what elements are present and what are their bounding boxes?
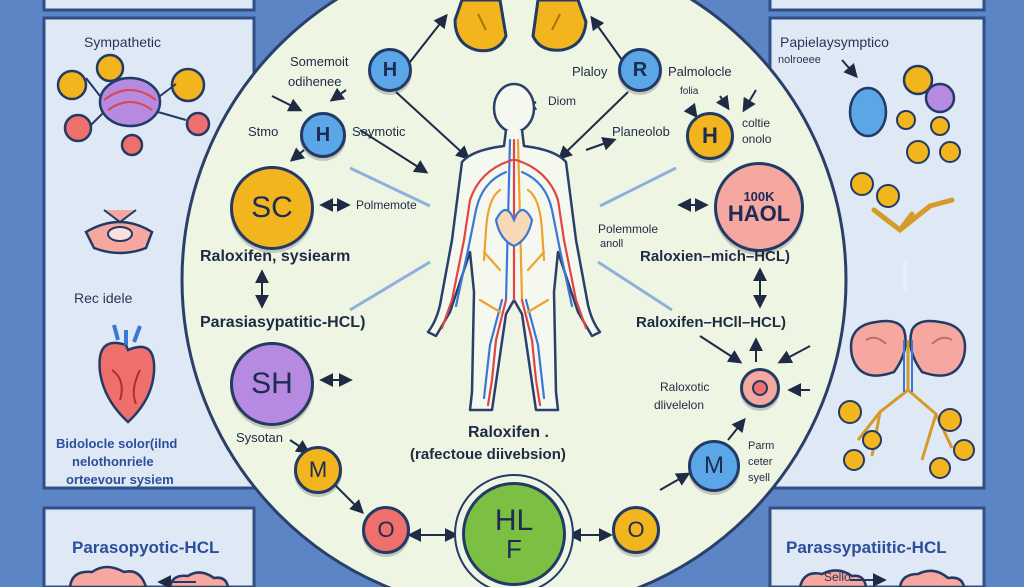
lungs-icon [453,0,588,53]
node-pink-small [740,368,780,408]
left-feature-label: Polmemote [356,198,417,212]
node-pink-core [752,380,768,396]
kidney-icon [849,319,967,377]
center-caption-sub: (rafectoue diivebsion) [410,446,566,463]
right-panel-title: Papielaysymptico [780,34,889,50]
left-main-label-2: Parasiasypatitic-HCL) [200,314,366,331]
node-hlf-line2: F [506,534,522,564]
right-side-note-2: onolo [742,132,772,146]
node-hlf-line1: HL [494,504,534,537]
node-o-right: O [612,506,660,554]
left-top-note-2: odihenee [288,74,342,89]
node-r-top: R [618,48,662,92]
right-main-label-2: Raloxifen–HCll–HCL) [636,314,787,331]
left-main-label-1: Raloxifen, sysiearm [200,248,351,265]
adrenal-gland-icon [84,209,154,255]
right-feature-label-1: Polemmole [598,222,659,236]
node-m-left: M [294,446,342,494]
brain-icon [68,565,966,587]
connection-arrows [255,13,858,542]
right-panel-subtitle: nolroeee [778,54,821,66]
left-organ-label: Rec idele [74,290,133,306]
right-top-note-1: Plaloy [572,64,608,79]
node-sc: SC [230,166,314,250]
node-haol-line1: 100K [743,188,775,204]
right-top-panel [768,0,986,12]
node-h-right: H [686,112,734,160]
nerve-branch-icon [838,340,975,479]
left-bottom-title: Parasopyotic-HCL [72,538,220,557]
right-planode-label: Planeolob [612,124,670,139]
left-side-note: Stmo [248,124,279,139]
node-sh: SH [230,342,314,426]
right-top-note-2: Palmolocle [668,64,732,79]
body-label: Diom [548,94,577,108]
nerve-network [440,138,588,407]
left-top-panel [42,0,256,12]
left-heart-caption-2: nelothonriele [72,454,154,469]
left-panel-title: Sympathetic [84,34,162,50]
node-haol: 100K HAOL [714,162,804,252]
node-h-top: H [368,48,412,92]
right-side-note-1: coltie [742,116,771,130]
node-o-left: O [362,506,410,554]
left-heart-caption-3: orteevour sysiem [66,472,174,487]
right-feature-label-2: anoll [600,238,624,250]
node-m-right: M [688,440,740,492]
right-param-label-2: ceter [748,456,773,468]
left-heart-caption-1: Bidolocle solor(ilnd [56,436,178,451]
left-system-label: Sysotan [236,430,283,445]
right-param-label-1: Parm [748,440,775,452]
heart-icon [98,324,156,424]
left-sympathetic-label: Seymotic [352,124,406,139]
node-h-mid: H [300,112,346,158]
right-param-label-3: syell [748,472,771,484]
right-main-label-1: Raloxien–mich–HCL) [640,248,791,265]
right-bottom-title: Parassypatiitic-HCL [786,538,947,557]
cell-cluster-icon [56,53,211,157]
node-hlf: HL F [462,482,566,586]
node-haol-line2: HAOL [727,200,791,226]
neuron-icon [848,64,961,234]
right-top-note-3: folia [680,86,699,97]
right-division-label-1: Raloxotic [660,380,710,394]
center-caption-title: Raloxifen . [468,424,549,441]
right-bottom-note: Sello [824,570,851,584]
left-top-note-1: Somemoit [290,54,349,69]
right-division-label-2: dlivelelon [654,398,705,412]
